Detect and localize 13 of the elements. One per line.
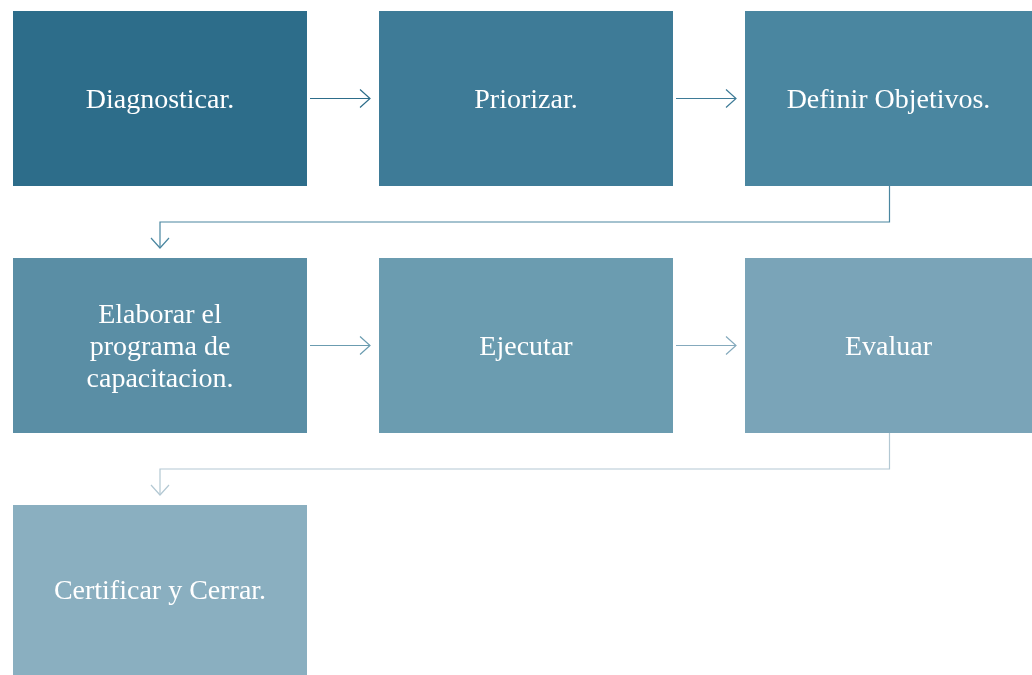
process-box: Priorizar. (379, 11, 673, 186)
arrow (675, 335, 737, 356)
arrow (309, 335, 371, 356)
arrow (675, 88, 737, 109)
process-box: Diagnosticar. (13, 11, 307, 186)
process-box: Evaluar (745, 258, 1032, 433)
process-box: Definir Objetivos. (745, 11, 1032, 186)
process-box: Ejecutar (379, 258, 673, 433)
arrow (309, 88, 371, 109)
arrow (150, 185, 891, 249)
arrow (150, 432, 891, 496)
process-box: Certificar y Cerrar. (13, 505, 307, 675)
process-box: Elaborar el programa de capacitacion. (13, 258, 307, 433)
